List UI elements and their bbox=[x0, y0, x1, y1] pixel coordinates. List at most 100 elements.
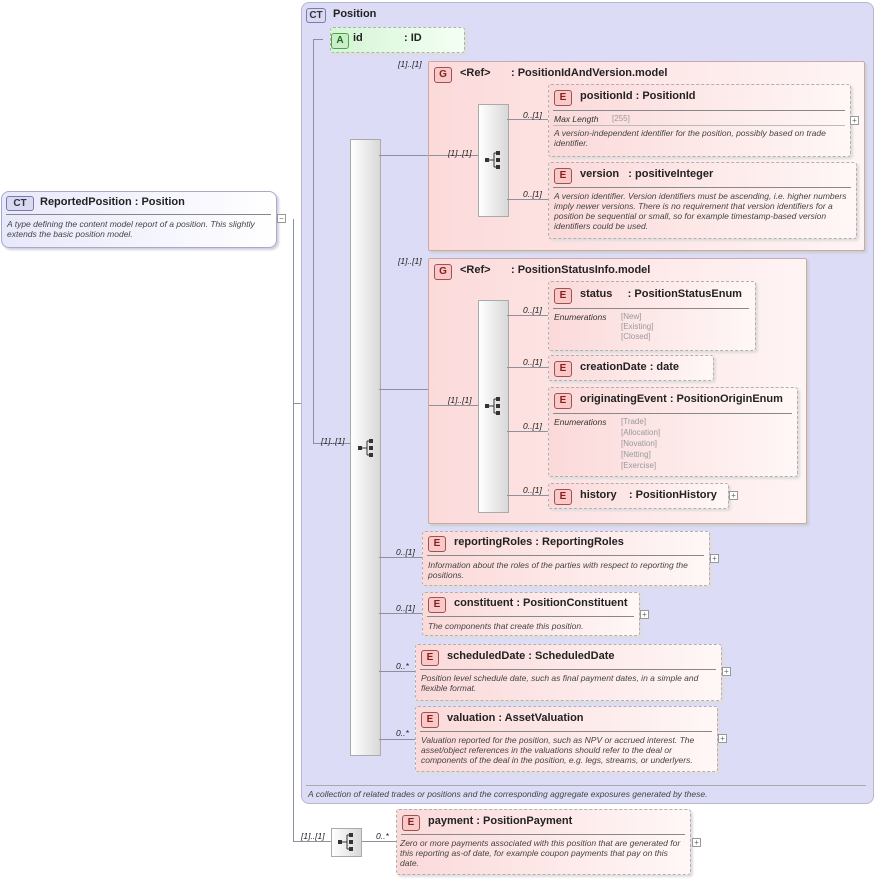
group-icon: G bbox=[434, 264, 452, 280]
attribute-id[interactable]: A id : ID bbox=[330, 27, 465, 53]
connector-line bbox=[379, 613, 422, 614]
element-title: reportingRoles : ReportingRoles bbox=[454, 536, 624, 548]
connector-line bbox=[379, 155, 429, 156]
group-type: : PositionIdAndVersion.model bbox=[511, 67, 668, 79]
element-position-id[interactable]: E positionId : PositionId Max Length [25… bbox=[548, 84, 851, 157]
element-status[interactable]: E status : PositionStatusEnum Enumeratio… bbox=[548, 281, 756, 351]
element-title: history : PositionHistory bbox=[580, 489, 717, 501]
expand-icon[interactable]: + bbox=[850, 116, 859, 125]
connector-line bbox=[507, 315, 548, 316]
connector-line bbox=[507, 431, 548, 432]
element-icon: E bbox=[554, 393, 572, 409]
expand-icon[interactable]: + bbox=[718, 734, 727, 743]
connector-line bbox=[379, 557, 422, 558]
facet-label: Enumerations bbox=[554, 417, 607, 427]
element-title: version : positiveInteger bbox=[580, 168, 714, 180]
cardinality-label: 0..* bbox=[396, 728, 409, 738]
group-type: : PositionStatusInfo.model bbox=[511, 264, 651, 276]
complex-type-icon: CT bbox=[306, 8, 326, 23]
element-description: Valuation reported for the position, suc… bbox=[421, 735, 695, 765]
divider bbox=[553, 308, 749, 309]
position-description: A collection of related trades or positi… bbox=[308, 789, 708, 799]
root-title: ReportedPosition : Position bbox=[40, 196, 185, 208]
element-history[interactable]: E history : PositionHistory bbox=[548, 483, 729, 509]
expand-icon[interactable]: − bbox=[277, 214, 286, 223]
expand-icon[interactable]: + bbox=[640, 610, 649, 619]
element-icon: E bbox=[421, 712, 439, 728]
sequence-icon bbox=[358, 439, 373, 457]
element-icon: E bbox=[554, 288, 572, 304]
connector-line bbox=[429, 405, 478, 406]
element-description: Information about the roles of the parti… bbox=[428, 560, 688, 580]
connector-line bbox=[379, 671, 415, 672]
expand-icon[interactable]: + bbox=[722, 667, 731, 676]
element-valuation[interactable]: E valuation : AssetValuation Valuation r… bbox=[415, 706, 718, 772]
element-payment[interactable]: E payment : PositionPayment Zero or more… bbox=[396, 809, 691, 875]
connector-line bbox=[293, 841, 331, 842]
element-icon: E bbox=[428, 536, 446, 552]
element-icon: E bbox=[421, 650, 439, 666]
divider bbox=[420, 731, 712, 732]
cardinality-label: 0..[1] bbox=[523, 110, 542, 120]
complex-type-icon: CT bbox=[6, 196, 34, 211]
group-ref: <Ref> bbox=[460, 67, 491, 79]
enum-value: [Allocation] bbox=[621, 428, 661, 437]
cardinality-label: 0..* bbox=[396, 661, 409, 671]
divider bbox=[553, 187, 851, 188]
divider bbox=[427, 555, 704, 556]
enum-value: [Closed] bbox=[621, 332, 651, 341]
connector-line bbox=[293, 219, 294, 842]
cardinality-label: 0..[1] bbox=[523, 421, 542, 431]
divider bbox=[553, 125, 845, 126]
connector-line bbox=[507, 495, 548, 496]
element-description: Zero or more payments associated with th… bbox=[400, 838, 681, 868]
divider bbox=[6, 214, 271, 215]
element-description: The components that create this position… bbox=[428, 621, 584, 631]
facet-label: Enumerations bbox=[554, 312, 607, 322]
element-icon: E bbox=[428, 597, 446, 613]
attribute-type: : ID bbox=[404, 32, 422, 44]
connector-line bbox=[507, 119, 548, 120]
element-title: valuation : AssetValuation bbox=[447, 712, 584, 724]
element-title: scheduledDate : ScheduledDate bbox=[447, 650, 615, 662]
root-complex-type[interactable]: CT ReportedPosition : Position A type de… bbox=[1, 191, 277, 248]
element-constituent[interactable]: E constituent : PositionConstituent The … bbox=[422, 592, 640, 636]
connector-line bbox=[313, 443, 350, 444]
element-icon: E bbox=[554, 361, 572, 377]
element-icon: E bbox=[554, 90, 572, 106]
cardinality-label: 0..[1] bbox=[523, 189, 542, 199]
element-reporting-roles[interactable]: E reportingRoles : ReportingRoles Inform… bbox=[422, 531, 710, 586]
facet-value: [255] bbox=[612, 114, 630, 123]
element-icon: E bbox=[554, 168, 572, 184]
element-title: positionId : PositionId bbox=[580, 90, 696, 102]
enum-value: [Novation] bbox=[621, 439, 658, 448]
divider bbox=[427, 616, 634, 617]
connector-line bbox=[293, 403, 303, 404]
element-originating-event[interactable]: E originatingEvent : PositionOriginEnum … bbox=[548, 387, 798, 477]
expand-icon[interactable]: + bbox=[729, 491, 738, 500]
attribute-name: id bbox=[353, 32, 363, 44]
element-scheduled-date[interactable]: E scheduledDate : ScheduledDate Position… bbox=[415, 644, 722, 701]
element-creation-date[interactable]: E creationDate : date bbox=[548, 355, 714, 381]
expand-icon[interactable]: + bbox=[692, 838, 701, 847]
cardinality-label: [1]..[1] bbox=[448, 148, 472, 158]
element-title: creationDate : date bbox=[580, 361, 680, 373]
connector-line bbox=[507, 367, 548, 368]
cardinality-label: [1]..[1] bbox=[301, 831, 325, 841]
cardinality-label: [1]..[1] bbox=[398, 59, 422, 69]
cardinality-label: 0..[1] bbox=[396, 547, 415, 557]
connector-line bbox=[313, 39, 314, 443]
group-ref: <Ref> bbox=[460, 264, 491, 276]
root-description: A type defining the content model report… bbox=[7, 219, 255, 239]
divider bbox=[553, 110, 845, 111]
element-description: A version-independent identifier for the… bbox=[554, 128, 826, 148]
cardinality-label: [1]..[1] bbox=[398, 256, 422, 266]
element-version[interactable]: E version : positiveInteger A version id… bbox=[548, 162, 857, 239]
group-icon: G bbox=[434, 67, 452, 83]
divider bbox=[306, 785, 866, 786]
cardinality-label: 0..[1] bbox=[523, 485, 542, 495]
cardinality-label: 0..[1] bbox=[523, 357, 542, 367]
expand-icon[interactable]: + bbox=[710, 554, 719, 563]
element-description: A version identifier. Version identifier… bbox=[554, 191, 847, 231]
divider bbox=[553, 413, 792, 414]
